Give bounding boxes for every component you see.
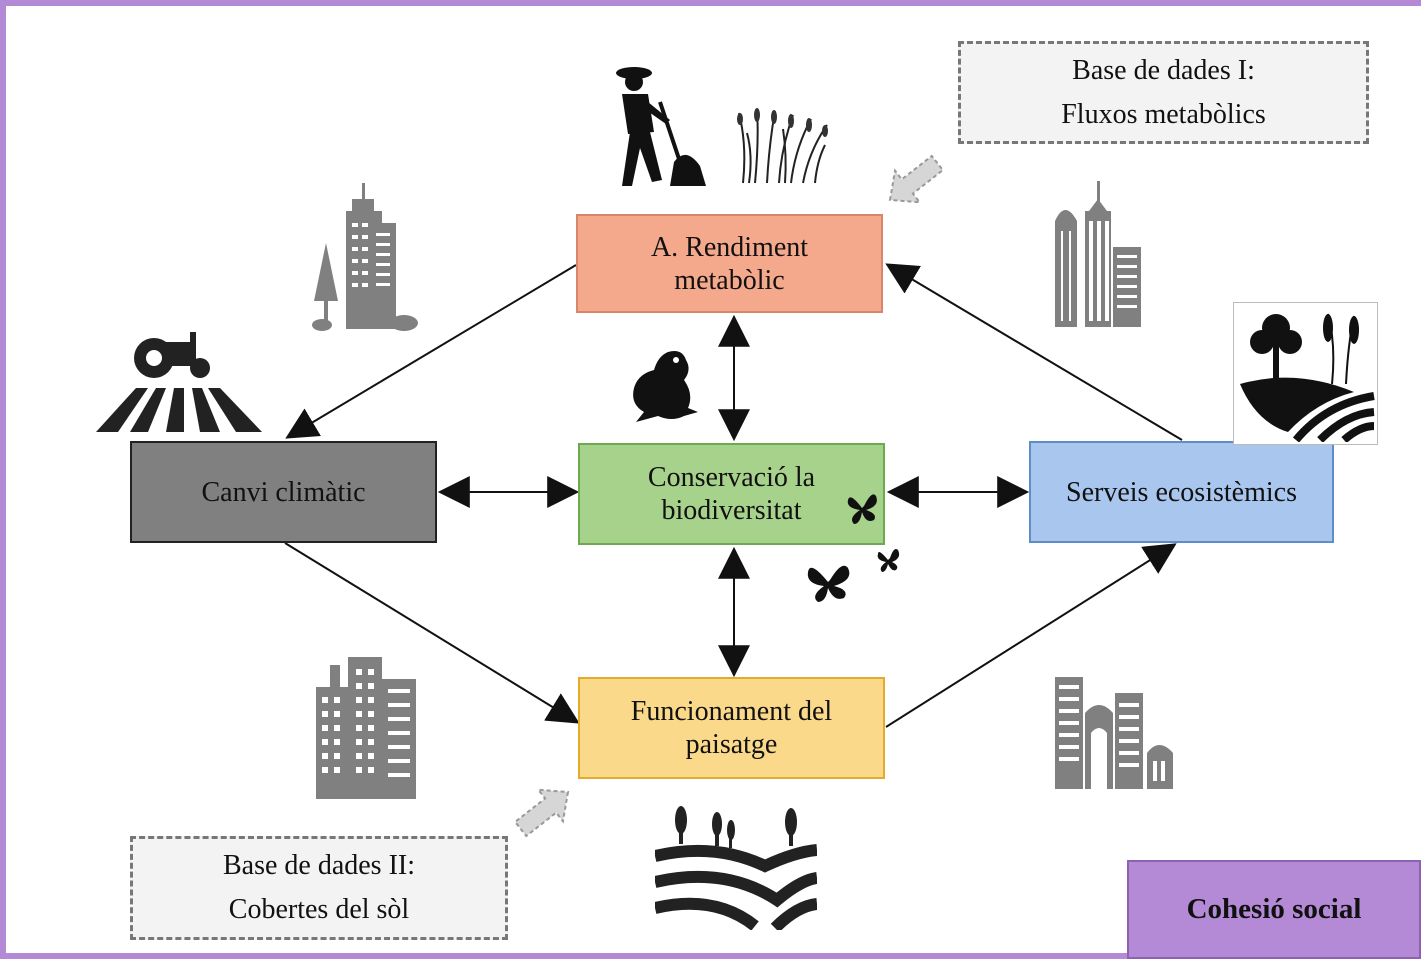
- buildings-tree-icon: [312, 183, 418, 331]
- database-2-subtitle: Cobertes del sòl: [228, 894, 410, 925]
- db2-pointer-arrow: [513, 788, 570, 838]
- arrow-serveis-to-rendiment: [885, 263, 1183, 441]
- butterfly-icon: [877, 549, 900, 572]
- butterfly-icon: [807, 565, 850, 602]
- tractor-field-icon: [96, 332, 262, 432]
- database-2-note: Base de dades II: Cobertes del sòl: [130, 836, 508, 940]
- db1-pointer-arrow: [888, 154, 945, 204]
- node-rendiment-metabolic: A. Rendiment metabòlic: [576, 214, 883, 313]
- farmer-icon: [616, 67, 706, 186]
- arrow-rendiment-to-canvi: [285, 264, 577, 439]
- arrow-funcionament-to-serveis: [885, 543, 1177, 728]
- node-funcionament-paisatge: Funcionament del paisatge: [578, 677, 885, 779]
- node-serveis-ecosistemics: Serveis ecosistèmics: [1029, 441, 1334, 543]
- frog-icon: [633, 351, 698, 422]
- arrow-canvi-to-funcionament: [284, 542, 580, 724]
- wheat-icon: [737, 108, 828, 184]
- buildings-icon: [316, 657, 416, 799]
- landscape-icon: [655, 806, 817, 930]
- database-1-note: Base de dades I: Fluxos metabòlics: [958, 41, 1369, 144]
- database-1-subtitle: Fluxos metabòlics: [1061, 98, 1266, 130]
- tree-field-icon: [1240, 313, 1375, 442]
- cohesio-social-label: Cohesió social: [1127, 860, 1421, 959]
- skyscrapers-icon: [1055, 181, 1141, 327]
- butterfly-icon: [847, 494, 877, 524]
- database-1-title: Base de dades I:: [1072, 54, 1255, 86]
- node-canvi-climatic: Canvi climàtic: [130, 441, 437, 543]
- city-buildings-icon: [1055, 677, 1173, 789]
- node-conservacio-biodiversitat: Conservació la biodiversitat: [578, 443, 885, 545]
- database-2-title: Base de dades II:: [222, 850, 416, 881]
